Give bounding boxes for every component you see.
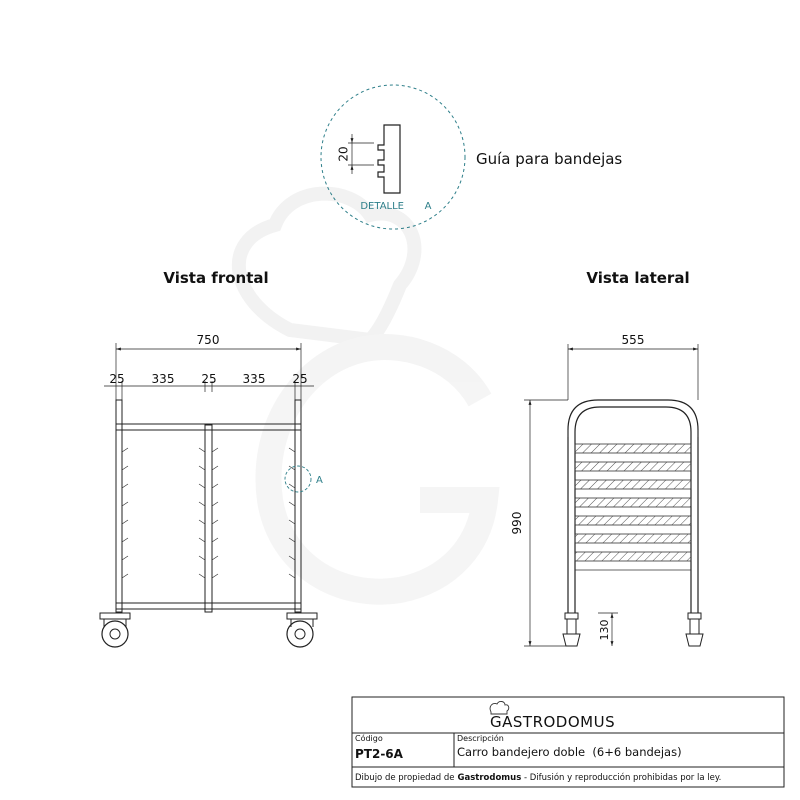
front-dim-4: 335: [243, 372, 266, 386]
footer-suffix: - Difusión y reproducción prohibidas por…: [521, 772, 721, 783]
chef-hat-icon: [489, 701, 510, 715]
brand-logo: GASTRODOMUS: [489, 701, 615, 731]
front-detail-marker: [284, 465, 312, 493]
code-header: Código: [355, 733, 383, 743]
description-value: Carro bandejero doble (6+6 bandejas): [457, 745, 682, 759]
detail-dimension: 20: [337, 146, 351, 161]
detail-label: DETALLE: [360, 201, 404, 212]
watermark-logo: [231, 186, 500, 605]
footer-prefix: Dibujo de propiedad de: [355, 773, 455, 783]
side-dim-height: 990: [510, 512, 524, 535]
detail-a: 20 DETALLE A Guía para bandejas: [320, 84, 622, 230]
side-right-caster: [685, 612, 704, 647]
front-dim-2: 335: [152, 372, 175, 386]
front-view-title: Vista frontal: [163, 269, 268, 287]
front-detail-letter: A: [316, 475, 323, 486]
side-dim-leg: 130: [598, 620, 611, 641]
shelf-6: [574, 533, 692, 544]
shelf-1: [574, 443, 692, 454]
front-dim-3: 25: [201, 372, 216, 386]
shelf-5: [574, 515, 692, 526]
shelf-2: [574, 461, 692, 472]
shelf-7: [574, 551, 692, 562]
brand-name: GASTRODOMUS: [490, 713, 615, 731]
side-dim-depth: 555: [622, 333, 645, 347]
guide-profile: [377, 124, 401, 194]
front-view: 750 25 335 25 335 25 A: [99, 333, 323, 648]
front-dim-5: 25: [292, 372, 307, 386]
side-view-title: Vista lateral: [586, 269, 689, 287]
front-dim-1: 25: [109, 372, 124, 386]
front-right-caster: [286, 612, 318, 648]
front-dim-overall: 750: [197, 333, 220, 347]
side-left-caster: [562, 612, 581, 647]
code-value: PT2-6A: [355, 747, 404, 761]
footer-brand: Gastrodomus: [458, 773, 522, 783]
shelf-3: [574, 479, 692, 490]
detail-letter: A: [425, 201, 432, 212]
detail-circle: [320, 84, 466, 230]
description-header: Descripción: [457, 733, 504, 743]
detail-caption: Guía para bandejas: [476, 150, 622, 168]
side-view: 555 990 130: [510, 333, 704, 647]
front-left-caster: [99, 612, 131, 648]
shelf-4: [574, 497, 692, 508]
title-block: GASTRODOMUS Código PT2-6A Descripción Ca…: [351, 696, 785, 788]
